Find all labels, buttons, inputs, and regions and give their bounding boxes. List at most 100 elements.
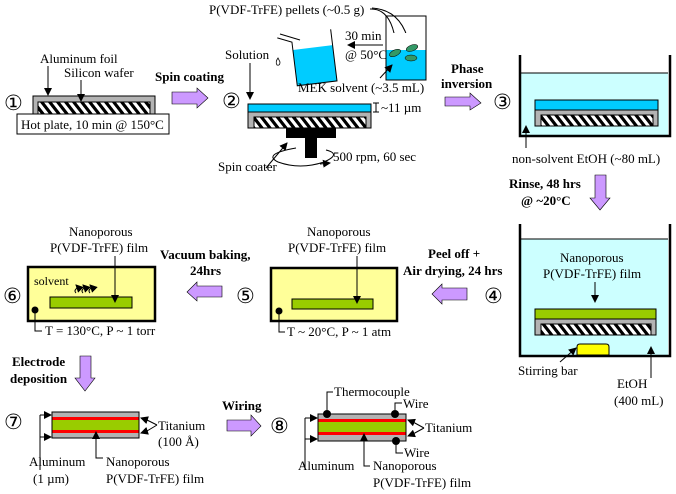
step-number-1: ① — [4, 91, 23, 115]
titanium-layer-top — [318, 419, 406, 422]
pellets-label: P(VDF-TrFE) pellets (~0.5 g) — [209, 2, 364, 17]
wire-top-label: Wire — [403, 396, 429, 411]
stirring-bar-label: Stirring bar — [518, 363, 578, 378]
transition-spin-coating: Spin coating — [155, 69, 224, 109]
nanoporous-film — [318, 422, 406, 432]
right-arrow-icon — [444, 92, 482, 111]
transition-rinse: Rinse, 48 hrs @ ~20°C — [509, 174, 611, 211]
aluminum-thickness-label: (1 µm) — [33, 471, 69, 486]
etoh-label-line1: EtOH — [617, 376, 647, 391]
titanium-label: Titanium — [425, 420, 472, 435]
phase-inversion-label-1: Phase — [451, 61, 484, 76]
film-label-line2: P(VDF-TrFE) film — [543, 266, 641, 281]
wiring-label: Wiring — [222, 398, 262, 413]
step-6: ⑥ Nanoporous P(VDF-TrFE) film solvent T … — [3, 224, 157, 338]
pellet — [404, 54, 418, 62]
silicon-wafer-layer — [37, 101, 151, 115]
silicon-wafer-layer — [540, 323, 652, 336]
step-5: ⑤ Nanoporous P(VDF-TrFE) film T ~ 20°C, … — [236, 224, 399, 339]
wire-bottom-label: Wire — [404, 445, 430, 460]
nanoporous-film — [49, 296, 133, 309]
step-number-8: ⑧ — [270, 414, 289, 438]
rpm-label: 500 rpm, 60 sec — [333, 149, 416, 164]
non-solvent-label: non-solvent EtOH (~80 mL) — [512, 151, 660, 166]
solvent-label: solvent — [34, 274, 69, 288]
step-number-6: ⑥ — [3, 284, 22, 308]
aluminum-foil-label: Aluminum foil — [40, 51, 118, 66]
film-label-line1: Nanoporous — [560, 250, 624, 265]
conditions-label: T = 130°C, P ~ 1 torr — [45, 323, 156, 338]
transition-electrode-deposition: Electrode deposition — [10, 354, 96, 392]
titanium-label: Titanium — [158, 418, 205, 433]
rinse-label-1: Rinse, 48 hrs — [509, 176, 581, 191]
peel-off-label-1: Peel off + — [428, 246, 480, 261]
nanoporous-film — [52, 420, 139, 430]
step-4: ④ Nanoporous P(VDF-TrFE) film Stirring b… — [484, 224, 672, 408]
silicon-wafer-layer — [540, 114, 654, 127]
transition-wiring: Wiring — [222, 398, 262, 437]
hot-plate-label: Hot plate, 10 min @ 150°C — [21, 117, 164, 132]
transition-peel-off: Peel off + Air drying, 24 hrs — [403, 246, 502, 305]
film-label-line2: P(VDF-TrFE) film — [106, 471, 204, 486]
spin-coater-shaft — [305, 138, 317, 158]
temperature-label: @ 50°C — [345, 47, 387, 62]
pouring-beaker — [277, 29, 338, 87]
titanium-thickness-label: (100 Å) — [158, 434, 199, 449]
thickness-indicator-icon — [373, 102, 379, 113]
thickness-label: ~11 µm — [381, 100, 421, 115]
step-7: ⑦ Titanium (100 Å) Aluminum (1 µm) Nanop… — [4, 410, 205, 486]
spin-coating-label: Spin coating — [155, 69, 224, 84]
spin-coater-label: Spin coater — [218, 159, 278, 174]
cast-film — [534, 99, 659, 111]
film-label-line2: P(VDF-TrFE) film — [288, 240, 386, 255]
sensor-icon — [31, 306, 39, 314]
mek-solvent-label: MEK solvent (~3.5 mL) — [298, 80, 424, 95]
aluminum-label: Aluminum — [29, 454, 85, 469]
pellet — [406, 44, 418, 52]
film-label-line1: Nanoporous — [106, 454, 170, 469]
peel-off-label-2: Air drying, 24 hrs — [403, 263, 502, 278]
time-label: 30 min — [345, 28, 382, 43]
down-arrow-icon — [589, 174, 611, 211]
evaporation-icon — [74, 284, 98, 294]
film-label-line2: P(VDF-TrFE) film — [50, 240, 148, 255]
etoh-label-line2: (400 mL) — [614, 393, 663, 408]
solvent-beaker — [385, 15, 427, 81]
film-label-line1: Nanoporous — [69, 224, 133, 239]
left-arrow-icon — [186, 281, 223, 302]
aluminum-label: Aluminum — [298, 458, 354, 473]
rinse-label-2: @ ~20°C — [521, 193, 571, 208]
step-number-3: ③ — [493, 90, 512, 114]
bath-container — [518, 224, 672, 358]
air-dry-chamber — [269, 266, 399, 323]
bath-container — [518, 55, 672, 138]
vacuum-label-1: Vacuum baking, — [160, 247, 251, 262]
spin-coater-chuck — [286, 128, 336, 138]
film-label-line2: P(VDF-TrFE) film — [373, 475, 471, 490]
vacuum-label-2: 24hrs — [190, 263, 221, 278]
solution-label: Solution — [225, 47, 270, 62]
silicon-wafer-label: Silicon wafer — [64, 65, 134, 80]
stirring-bar-pointer — [559, 347, 577, 363]
mek-pointer — [379, 64, 393, 79]
step-number-2: ② — [222, 89, 241, 113]
stirring-bar — [576, 343, 610, 356]
step-number-4: ④ — [484, 284, 503, 308]
electrode-label-1: Electrode — [12, 354, 65, 369]
film-label-line1: Nanoporous — [307, 224, 371, 239]
spin-coater-pointer — [265, 142, 288, 169]
titanium-layer-top — [52, 417, 139, 420]
thermocouple-junction-icon — [323, 410, 331, 418]
droplet-icon — [275, 57, 281, 66]
conditions-label: T ~ 20°C, P ~ 1 atm — [287, 324, 391, 339]
wire-junction-bottom-icon — [392, 437, 400, 445]
step-2: ② P(VDF-TrFE) pellets (~0.5 g) 30 min @ … — [209, 2, 427, 174]
electrode-label-2: deposition — [10, 371, 68, 386]
right-arrow-icon — [171, 87, 209, 109]
sensor-icon — [275, 307, 283, 315]
film-label-line1: Nanoporous — [373, 458, 437, 473]
left-arrow-icon — [431, 283, 468, 305]
phase-inversion-label-2: inversion — [441, 76, 493, 91]
step-number-7: ⑦ — [4, 410, 23, 434]
